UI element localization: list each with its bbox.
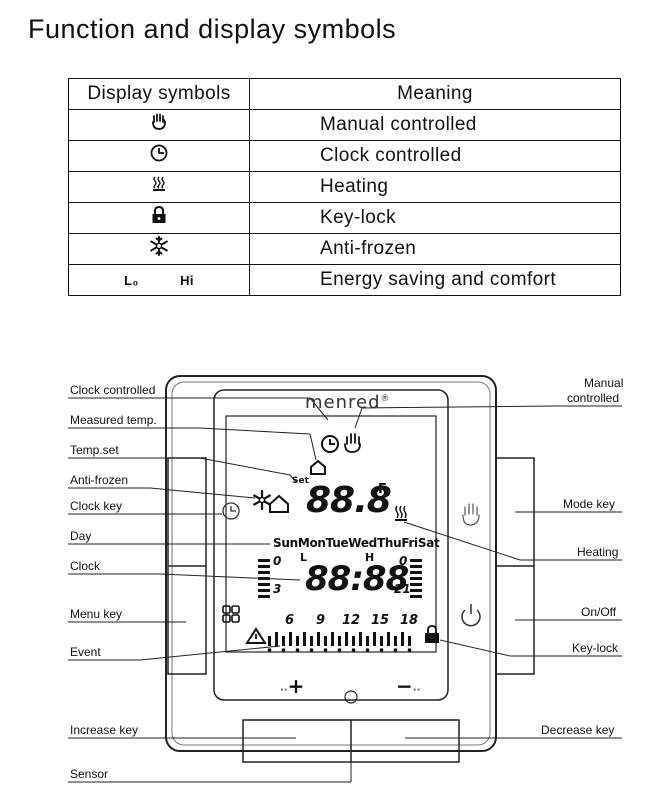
lo-hi-icon: L₀ Hi — [124, 273, 194, 288]
hand-icon — [152, 113, 166, 130]
set-label: Set — [292, 476, 309, 486]
clock-display: 88:88 — [305, 559, 409, 599]
hour-tick: 15 — [371, 613, 390, 628]
meaning-cell: Anti-frozen — [249, 233, 621, 265]
label-event: Event — [70, 645, 101, 659]
label-decrease-key: Decrease key — [541, 723, 615, 737]
table-row: Manual controlled — [68, 109, 621, 141]
right-scale-bottom: 21 — [394, 582, 411, 596]
symbols-table: Display symbols Meaning Manual controlle… — [68, 78, 621, 296]
label-temp-set: Temp.set — [70, 443, 119, 457]
label-heating: Heating — [577, 545, 619, 559]
column-header-symbols: Display symbols — [68, 78, 250, 110]
hour-tick: 6 — [285, 613, 295, 628]
label-sensor: Sensor — [70, 767, 109, 781]
hi-mark: H — [365, 551, 375, 564]
clock-icon — [150, 144, 168, 162]
lo-symbol: L — [124, 273, 133, 288]
right-scale-top: 0 — [399, 554, 408, 568]
snowflake-icon — [150, 236, 168, 256]
hour-tick: 9 — [316, 613, 326, 628]
table-header-row: Display symbols Meaning — [68, 78, 621, 110]
column-header-meaning: Meaning — [249, 78, 621, 110]
table-row: Key-lock — [68, 202, 621, 234]
hi-symbol: Hi — [180, 273, 194, 288]
label-manual: Manual — [584, 376, 624, 390]
day-display: SunMonTueWedThuFriSat — [273, 536, 440, 550]
label-increase-key: Increase key — [70, 723, 139, 737]
table-row: Anti-frozen — [68, 233, 621, 265]
increase-symbol[interactable]: ··+ — [280, 674, 305, 698]
lo-mark: L — [300, 551, 308, 564]
heating-icon — [153, 176, 165, 191]
label-measured-temp: Measured temp. — [70, 413, 157, 427]
table-row: Clock controlled — [68, 140, 621, 172]
brand-logo: menred® — [305, 392, 391, 413]
diagram-lines — [68, 375, 622, 783]
label-controlled: controlled — [567, 391, 620, 405]
label-anti-frozen: Anti-frozen — [70, 473, 129, 487]
hour-tick: 12 — [342, 613, 361, 628]
temp-unit: F — [378, 482, 387, 497]
label-mode-key: Mode key — [563, 497, 616, 511]
label-key-lock: Key-lock — [572, 641, 619, 655]
meaning-cell: Manual controlled — [249, 109, 621, 141]
thermostat-diagram: menred® Set 88.8 F SunMonTueWedThuFriSat… — [0, 330, 666, 812]
decrease-symbol[interactable]: −·· — [396, 674, 421, 698]
label-clock-controlled: Clock controlled — [70, 383, 156, 397]
meaning-cell: Key-lock — [249, 202, 621, 234]
label-on-off: On/Off — [581, 605, 617, 619]
meaning-cell: Heating — [249, 171, 621, 203]
label-clock: Clock — [70, 559, 101, 573]
meaning-cell: Energy saving and comfort — [249, 264, 621, 296]
temperature-display: 88.8 — [306, 480, 392, 521]
label-menu-key: Menu key — [70, 607, 123, 621]
table-row: L₀ Hi Energy saving and comfort — [68, 264, 621, 296]
page-title: Function and display symbols — [28, 14, 397, 44]
meaning-cell: Clock controlled — [249, 140, 621, 172]
left-scale-top: 0 — [273, 554, 282, 568]
left-scale-bottom: 3 — [273, 582, 282, 596]
label-day: Day — [70, 529, 92, 543]
label-clock-key: Clock key — [70, 499, 123, 513]
lock-icon — [152, 205, 166, 223]
table-row: Heating — [68, 171, 621, 203]
hour-tick: 18 — [400, 613, 419, 628]
